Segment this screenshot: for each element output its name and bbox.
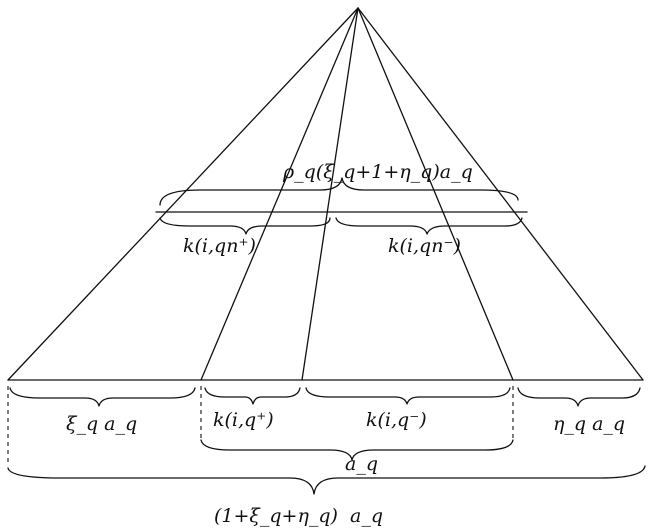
bottom-total-brace [7,465,646,495]
upper-total-label: ρ_q(ξ_q+1+η_q)a_q [282,161,473,183]
upper-left-brace [159,217,331,235]
a-q-label: a_q [345,453,378,475]
lower-left-brace [9,387,196,407]
lower-mid-left-label: k(i,q⁺) [213,409,274,431]
ray-3 [357,7,514,381]
lower-left-label: ξ_q a_q [66,413,137,435]
lower-mid-right-brace [305,387,511,405]
apex-right-side [357,7,644,381]
ray-1 [200,7,359,381]
apex-left-side [7,7,359,381]
upper-left-label: k(i,qn⁺) [183,235,256,257]
upper-total-brace [159,177,519,206]
bottom-total-label: (1+ξ_q+η_q) a_q [214,505,383,527]
lower-right-label: η_q a_q [553,413,625,435]
a-q-brace [200,439,514,461]
lower-mid-left-brace [204,387,301,405]
upper-right-brace [335,217,523,235]
lower-right-brace [517,387,641,407]
lower-mid-right-label: k(i,q⁻) [366,409,427,431]
upper-right-label: k(i,qn⁻) [388,235,461,257]
ray-2 [301,7,359,381]
